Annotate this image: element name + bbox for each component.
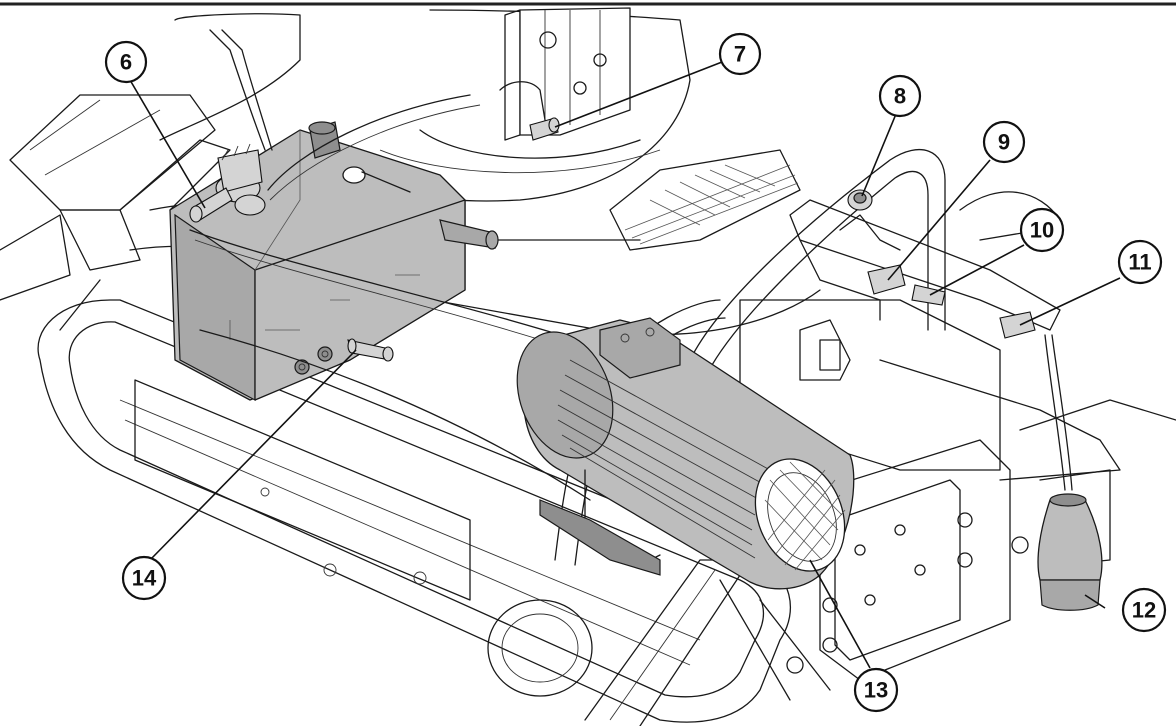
tank-valve — [189, 143, 266, 223]
valve-block — [499, 7, 631, 141]
callout-14-label: 14 — [132, 566, 157, 591]
callout-7: 7 — [718, 32, 762, 76]
callout-13-label: 13 — [864, 678, 888, 703]
callout-8-label: 8 — [894, 84, 906, 109]
drain-plug — [347, 338, 394, 362]
callout-6-label: 6 — [120, 50, 132, 75]
pendant-control — [1037, 493, 1103, 611]
leader-lines — [129, 61, 1121, 669]
callout-7-label: 7 — [734, 42, 746, 67]
machine-chassis — [0, 9, 1176, 726]
callout-14: 14 — [121, 555, 167, 601]
callout-12-label: 12 — [1132, 598, 1156, 623]
electric-motor — [516, 317, 855, 590]
callout-11: 11 — [1117, 239, 1163, 285]
callout-8: 8 — [878, 74, 922, 118]
callout-13: 13 — [853, 667, 899, 713]
handle-controls — [789, 189, 1073, 491]
callout-9-label: 9 — [998, 130, 1010, 155]
callout-9: 9 — [982, 120, 1026, 164]
callout-10-label: 10 — [1030, 218, 1054, 243]
callout-6: 6 — [104, 40, 148, 84]
callout-11-label: 11 — [1128, 250, 1151, 275]
callout-10: 10 — [1019, 207, 1065, 253]
callout-12: 12 — [1121, 587, 1167, 633]
